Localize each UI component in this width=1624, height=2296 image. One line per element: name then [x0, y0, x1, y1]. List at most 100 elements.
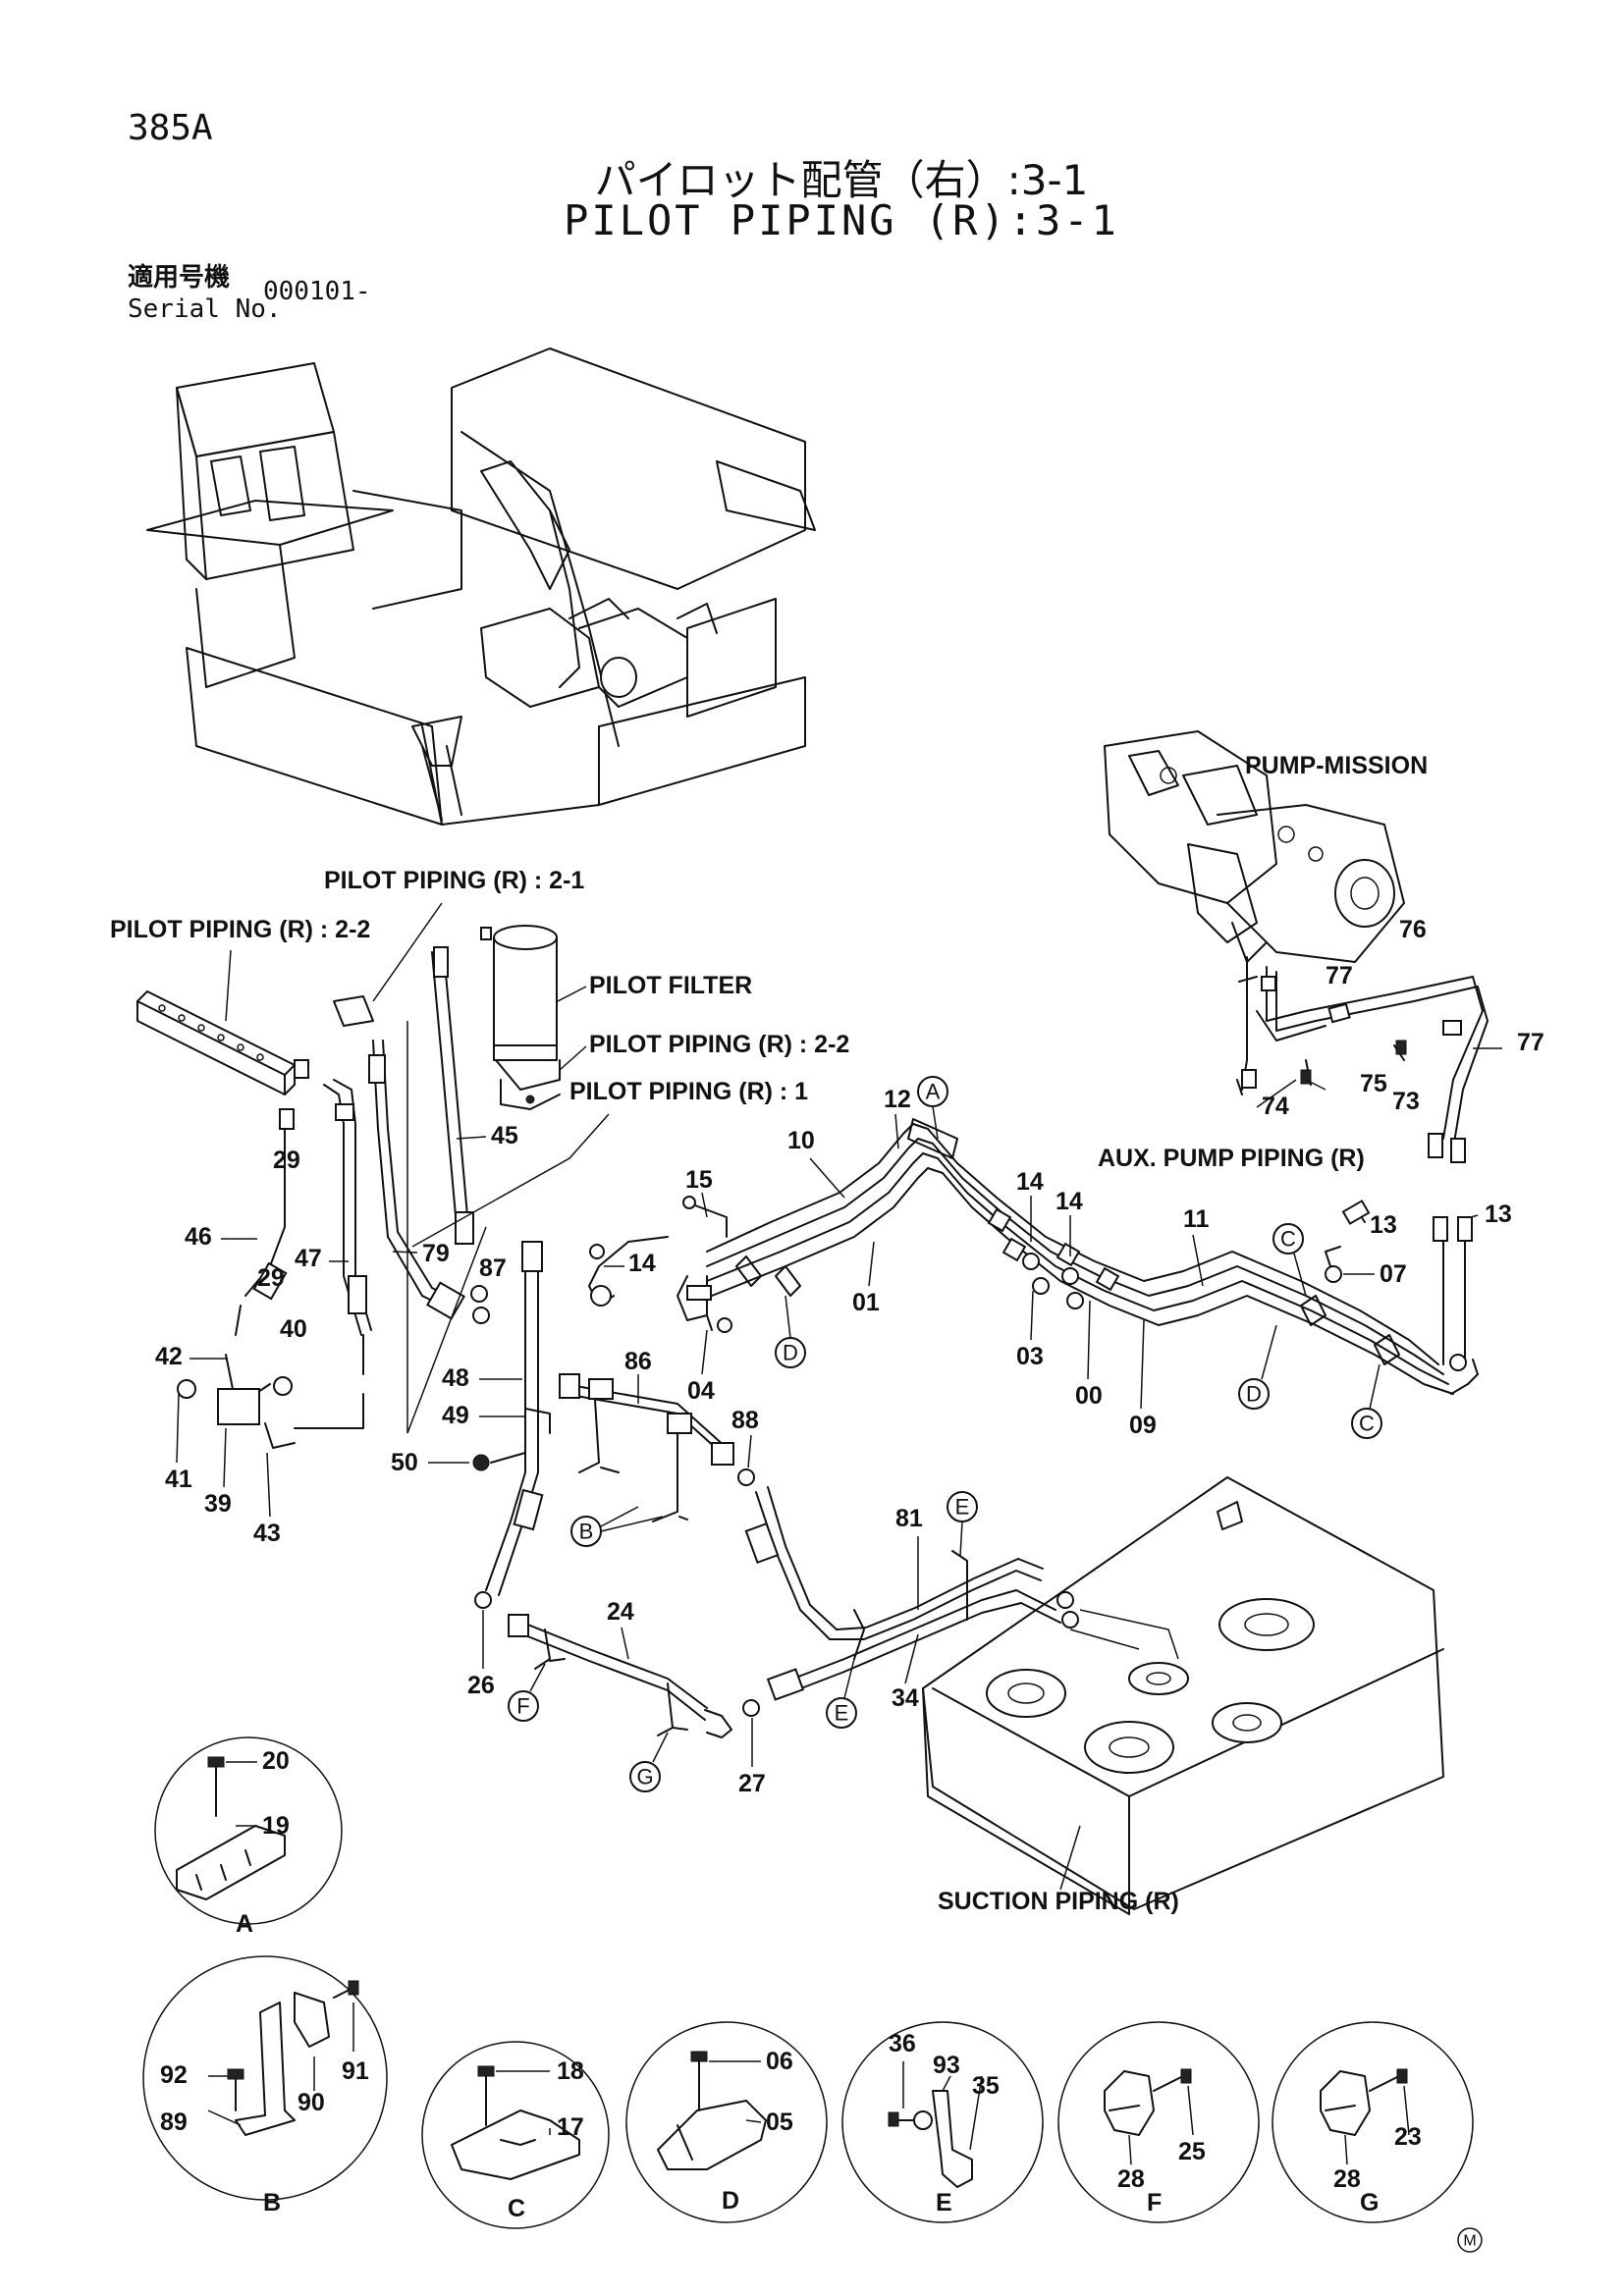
callout-F-marker: F: [508, 1663, 546, 1722]
detail-G-letter: G: [1360, 2189, 1379, 2216]
detail-F-letter: F: [1147, 2189, 1162, 2216]
note-pilot-filter: PILOT FILTER: [589, 972, 752, 999]
pilot-filter-drawing: [480, 925, 561, 1110]
label-part-11: 11: [1183, 1205, 1210, 1233]
label-part-10: 10: [787, 1127, 815, 1154]
callout-E-marker-1: E: [947, 1491, 978, 1557]
svg-text:M: M: [1463, 2233, 1476, 2250]
label-part-79: 79: [422, 1240, 450, 1267]
detail-D: [625, 2021, 828, 2223]
svg-text:A: A: [926, 1080, 941, 1104]
label-part-41: 41: [165, 1466, 192, 1493]
detail-C-letter: C: [508, 2195, 525, 2222]
detail-B: [142, 1955, 388, 2201]
machine-overview-drawing: [146, 347, 816, 826]
label-part-45: 45: [491, 1122, 518, 1149]
page-title-en: PILOT PIPING (R):3-1: [564, 196, 1119, 244]
detail-F-part-25: 25: [1178, 2138, 1206, 2165]
detail-B-letter: B: [263, 2189, 281, 2216]
note-suction-piping: SUCTION PIPING (R): [938, 1888, 1179, 1915]
note-pilot-piping-2-2-filter: PILOT PIPING (R) : 2-2: [589, 1031, 849, 1058]
detail-C-part-18: 18: [557, 2057, 584, 2085]
page-title-jp: パイロット配管（右）:3-1: [594, 156, 1089, 204]
serial-value: 000101-: [263, 277, 371, 306]
label-part-48: 48: [442, 1364, 469, 1392]
label-part-01: 01: [852, 1289, 880, 1316]
serial-label-en: Serial No.: [128, 294, 282, 324]
callout-C-marker-2: C: [1351, 1363, 1382, 1439]
label-part-73: 73: [1392, 1088, 1420, 1115]
detail-B-part-89: 89: [160, 2109, 188, 2136]
detail-G-part-28: 28: [1333, 2165, 1361, 2193]
detail-E-letter: E: [936, 2189, 952, 2216]
note-pilot-piping-2-2-left: PILOT PIPING (R) : 2-2: [110, 916, 370, 943]
detail-E: [841, 2021, 1044, 2223]
hose-79-assembly: [333, 946, 490, 1324]
detail-F-part-28: 28: [1117, 2165, 1145, 2193]
detail-A-letter: A: [236, 1910, 253, 1938]
label-part-40: 40: [280, 1315, 307, 1343]
label-part-04: 04: [687, 1377, 715, 1405]
label-part-81: 81: [895, 1505, 923, 1532]
detail-D-part-06: 06: [766, 2048, 793, 2075]
serial-label-jp: 適用号機: [128, 263, 231, 293]
detail-A-part-19: 19: [262, 1812, 290, 1840]
detail-C-part-17: 17: [557, 2113, 584, 2141]
pump-mission-drawing: [1104, 730, 1405, 963]
label-part-47: 47: [295, 1245, 322, 1272]
detail-B-part-92: 92: [160, 2061, 188, 2089]
detail-B-part-90: 90: [298, 2089, 325, 2116]
suction-tank-drawing: [922, 1476, 1444, 1915]
label-part-09: 09: [1129, 1412, 1157, 1439]
note-pump-mission: PUMP-MISSION: [1245, 752, 1428, 779]
callout-A-marker: A: [917, 1076, 948, 1140]
footer-mark: M: [1457, 2227, 1483, 2253]
detail-F: [1057, 2021, 1260, 2223]
detail-A: [154, 1736, 343, 1925]
label-part-07: 07: [1380, 1260, 1407, 1288]
left-branch-hoses: [177, 1079, 372, 1449]
label-part-27: 27: [738, 1770, 766, 1797]
label-part-39: 39: [204, 1490, 232, 1518]
label-part-77-a: 77: [1326, 962, 1353, 989]
detail-A-part-20: 20: [262, 1747, 290, 1775]
detail-G-part-23: 23: [1394, 2123, 1422, 2151]
svg-text:C: C: [1359, 1412, 1375, 1436]
label-part-24: 24: [607, 1598, 634, 1626]
detail-E-part-93: 93: [933, 2052, 960, 2079]
label-part-13-a: 13: [1370, 1211, 1397, 1239]
label-part-49: 49: [442, 1402, 469, 1429]
center-hose-48: [470, 1241, 551, 1596]
label-part-75: 75: [1360, 1070, 1387, 1097]
svg-text:D: D: [1246, 1382, 1262, 1407]
main-pipe-bundle: [588, 1118, 1479, 1395]
detail-B-part-91: 91: [342, 2057, 369, 2085]
label-part-29-a: 29: [273, 1147, 300, 1174]
label-part-03: 03: [1016, 1343, 1044, 1370]
label-part-43: 43: [253, 1520, 281, 1547]
label-part-42: 42: [155, 1343, 183, 1370]
callout-B-marker: B: [570, 1506, 664, 1547]
detail-D-letter: D: [722, 2187, 739, 2215]
label-part-14-b: 14: [1016, 1168, 1044, 1196]
detail-G: [1272, 2021, 1474, 2223]
note-pilot-piping-1: PILOT PIPING (R) : 1: [569, 1078, 808, 1105]
label-part-29-b: 29: [257, 1264, 285, 1292]
detail-D-part-05: 05: [766, 2109, 793, 2136]
note-pilot-piping-2-1: PILOT PIPING (R) : 2-1: [324, 867, 584, 894]
label-part-86: 86: [624, 1348, 652, 1375]
note-aux-pump-piping: AUX. PUMP PIPING (R): [1098, 1145, 1365, 1172]
label-part-13-b: 13: [1485, 1201, 1512, 1228]
callout-G-marker: G: [629, 1732, 669, 1792]
detail-E-part-36: 36: [889, 2030, 916, 2057]
svg-text:D: D: [783, 1341, 798, 1365]
label-part-00: 00: [1075, 1382, 1103, 1410]
bracket-86: [559, 1373, 755, 1522]
detail-C: [421, 2041, 610, 2229]
svg-text:C: C: [1280, 1227, 1296, 1252]
label-part-50: 50: [391, 1449, 418, 1476]
page-code: 385A: [128, 108, 213, 148]
svg-text:E: E: [835, 1701, 849, 1726]
pump-piping: [1236, 956, 1489, 1163]
